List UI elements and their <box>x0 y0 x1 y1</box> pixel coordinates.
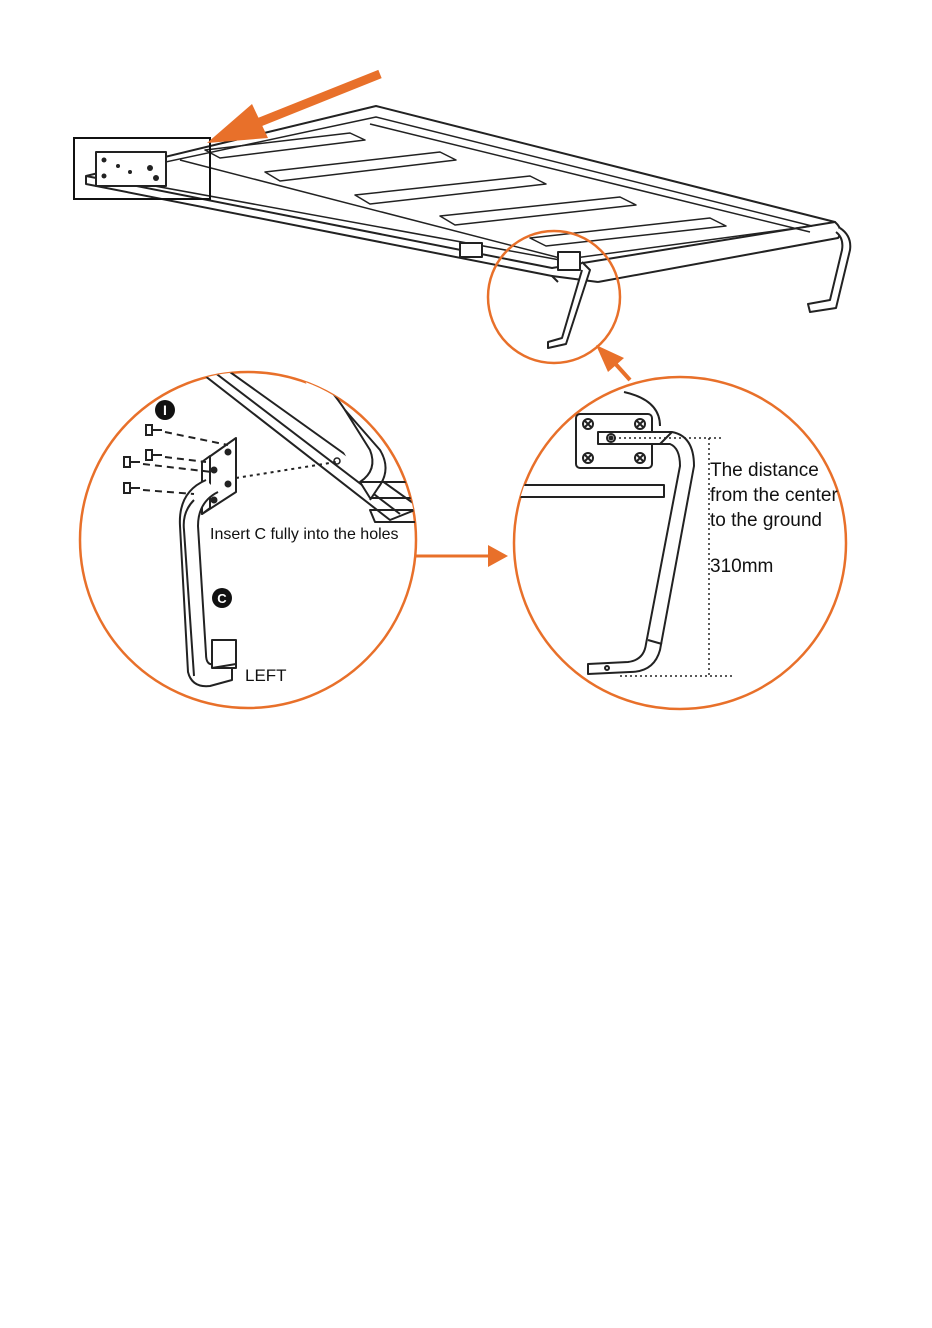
distance-note-line-2: from the center <box>710 484 838 508</box>
bolt-icon <box>635 419 645 429</box>
right-detail <box>500 377 846 709</box>
part-badge-screw: I <box>155 400 175 420</box>
bed-frame <box>86 106 850 348</box>
distance-measurement: 310mm <box>710 555 773 579</box>
side-label-left: LEFT <box>245 666 287 686</box>
part-label-screw: I <box>163 402 167 418</box>
callout-arrow-between <box>415 545 508 567</box>
distance-note-line-1: The distance <box>710 459 819 483</box>
callout-arrow-right-detail <box>596 345 630 380</box>
part-label-leg: C <box>217 591 227 606</box>
bolt-icon <box>635 453 645 463</box>
distance-note-line-3: to the ground <box>710 509 822 533</box>
part-badge-leg: C <box>212 588 232 608</box>
instruction-insert-leg: Insert C fully into the holes <box>210 526 399 544</box>
bolt-icon <box>583 453 593 463</box>
bolt-icon <box>583 419 593 429</box>
